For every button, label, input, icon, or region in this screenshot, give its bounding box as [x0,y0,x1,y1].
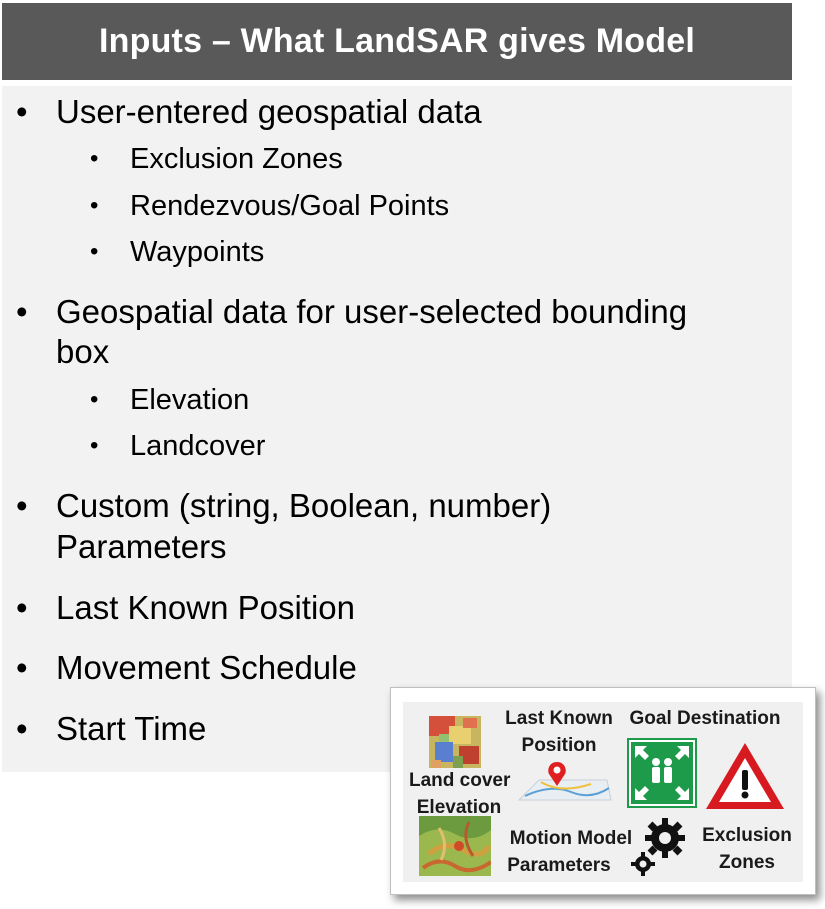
bullet-dot: • [16,293,28,330]
bullet-dot: • [90,145,99,172]
bullet-text: User-entered geospatial data [56,93,482,130]
bullet-dot: • [16,649,28,686]
bullet-text: Custom (string, Boolean, number) [56,487,552,524]
elevation-map-icon [419,816,491,876]
motion-model-label-1: Motion Model [509,828,633,849]
bullet-dot: • [90,192,99,219]
gears-icon [631,818,685,876]
location-pin-map-icon [517,762,612,801]
slide-title-bar: Inputs – What LandSAR gives Model [2,3,792,80]
exclusion-zones-label-2: Zones [719,852,775,873]
bullet-dot: • [16,93,28,130]
bullet-dot: • [90,432,99,459]
goal-destination-label: Goal Destination [629,708,781,729]
bullet-dot: • [16,589,28,626]
bullet-dot: • [16,710,28,747]
bullet-text: Start Time [56,710,207,747]
last-known-label-2: Position [521,735,597,756]
sub-bullet-text: Landcover [130,430,266,462]
last-known-label-1: Last Known [505,708,613,729]
inputs-illustration: Land cover Elevation Last Known Position… [390,687,816,895]
bullet-text-continued: box [56,333,110,370]
land-cover-map-icon [429,716,481,768]
slide-title: Inputs – What LandSAR gives Model [99,22,695,60]
exclusion-zones-label-1: Exclusion [702,825,792,846]
bullet-dot: • [90,238,99,265]
assembly-point-sign-icon [627,738,697,808]
sub-bullet-text: Elevation [130,384,250,416]
bullet-dot: • [16,487,28,524]
bullet-text: Geospatial data for user-selected boundi… [56,293,688,330]
bullet-text: Last Known Position [56,589,356,626]
bullet-text: Movement Schedule [56,649,357,686]
content-panel: • User-entered geospatial data • Exclusi… [2,86,792,772]
inputs-illustration-canvas: Land cover Elevation Last Known Position… [403,702,803,882]
warning-triangle-icon [706,743,784,809]
elevation-label: Elevation [416,797,502,818]
sub-bullet-text: Rendezvous/Goal Points [130,190,450,222]
sub-bullet-text: Exclusion Zones [130,143,343,175]
land-cover-label: Land cover [409,770,511,791]
bullet-text-continued: Parameters [56,528,227,565]
motion-model-label-2: Parameters [507,855,611,876]
sub-bullet-text: Waypoints [130,236,265,268]
bullet-dot: • [90,386,99,413]
